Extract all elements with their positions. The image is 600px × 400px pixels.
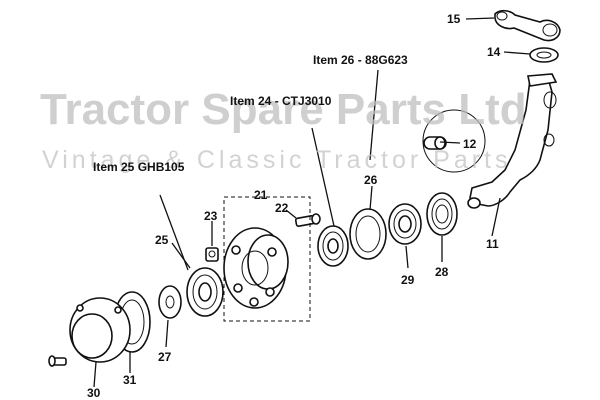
watermark-tagline: Vintage & Classic Tractor Parts <box>42 146 512 174</box>
callout-item-26: Item 26 - 88G623 <box>313 53 408 67</box>
watermark: Tractor Spare Parts Ltd Vintage & Classi… <box>40 85 527 174</box>
seal-part-28 <box>426 192 458 236</box>
part-label-22: 22 <box>275 201 289 215</box>
part-label-12: 12 <box>463 137 477 151</box>
watermark-company: Tractor Spare Parts Ltd <box>40 85 527 134</box>
screw-part <box>48 355 67 367</box>
bearing-part-24 <box>317 225 349 267</box>
part-label-25: 25 <box>155 233 169 247</box>
part-label-11: 11 <box>486 237 499 251</box>
part-label-21: 21 <box>254 188 268 202</box>
hub-part-21 <box>223 196 311 322</box>
ring-part-26 <box>349 208 387 260</box>
callout-item-24: Item 24 - CTJ3010 <box>230 94 332 108</box>
bush-part-12 <box>422 109 486 173</box>
part-label-31: 31 <box>123 373 137 387</box>
part-label-30: 30 <box>87 386 101 400</box>
part-label-15: 15 <box>447 12 461 26</box>
part-label-26: 26 <box>364 173 378 187</box>
part-label-27: 27 <box>158 350 172 364</box>
part-label-14: 14 <box>487 45 501 59</box>
washer-part-14 <box>529 47 559 63</box>
leader-lines <box>93 17 531 388</box>
stub-axle-part <box>467 73 558 209</box>
steering-arm-part <box>494 9 561 42</box>
washer-part-27 <box>158 285 182 319</box>
part-label-29: 29 <box>401 273 415 287</box>
hub-cap-part-30 <box>69 297 131 363</box>
nut-part-23 <box>205 247 219 262</box>
bearing-part-29 <box>388 203 422 245</box>
part-label-28: 28 <box>435 265 449 279</box>
bearing-part-25 <box>186 267 224 317</box>
part-label-23: 23 <box>204 209 218 223</box>
callout-item-25: Item 25 GHB105 <box>93 160 185 174</box>
stud-part-22 <box>294 213 321 227</box>
